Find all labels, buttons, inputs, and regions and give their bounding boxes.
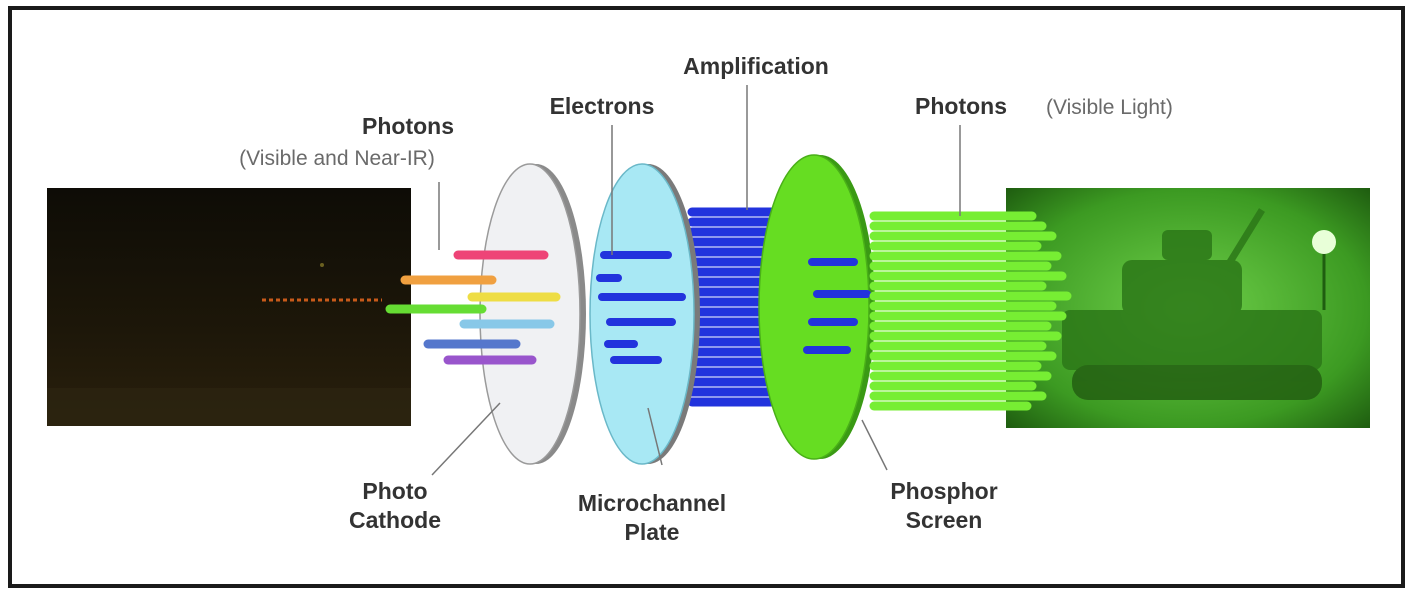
- output-photons: [869, 211, 1072, 411]
- label-microchannel: Microchannel: [578, 490, 726, 516]
- lamp-glow: [1312, 230, 1336, 254]
- label-photo: Photo: [362, 478, 427, 504]
- image-intensifier-diagram: Photons (Visible and Near-IR) Electrons …: [47, 53, 1370, 545]
- input-photons: [385, 250, 561, 365]
- label-electrons: Electrons: [550, 93, 655, 119]
- electrons: [596, 251, 686, 364]
- distant-light: [320, 263, 324, 267]
- label-photons-out-sub: (Visible Light): [1046, 96, 1173, 119]
- night-scene-image: [47, 188, 411, 426]
- electron-tips: [803, 258, 871, 354]
- phosphor-screen-disc: [758, 154, 875, 460]
- tank-silhouette: [1062, 208, 1322, 400]
- leader-lines: [431, 85, 961, 476]
- photo-cathode-disc: [479, 163, 586, 465]
- diagram-frame: Photons (Visible and Near-IR) Electrons …: [8, 6, 1405, 588]
- label-plate: Plate: [625, 519, 680, 545]
- label-cathode: Cathode: [349, 507, 441, 533]
- label-photons-in-sub: (Visible and Near-IR): [239, 147, 435, 170]
- label-screen: Screen: [906, 507, 983, 533]
- label-photons-in: Photons: [362, 113, 454, 139]
- label-amplification: Amplification: [683, 53, 829, 79]
- night-ground: [47, 388, 411, 426]
- label-photons-out: Photons: [915, 93, 1007, 119]
- label-phosphor: Phosphor: [890, 478, 997, 504]
- microchannel-plate-disc: [589, 163, 700, 465]
